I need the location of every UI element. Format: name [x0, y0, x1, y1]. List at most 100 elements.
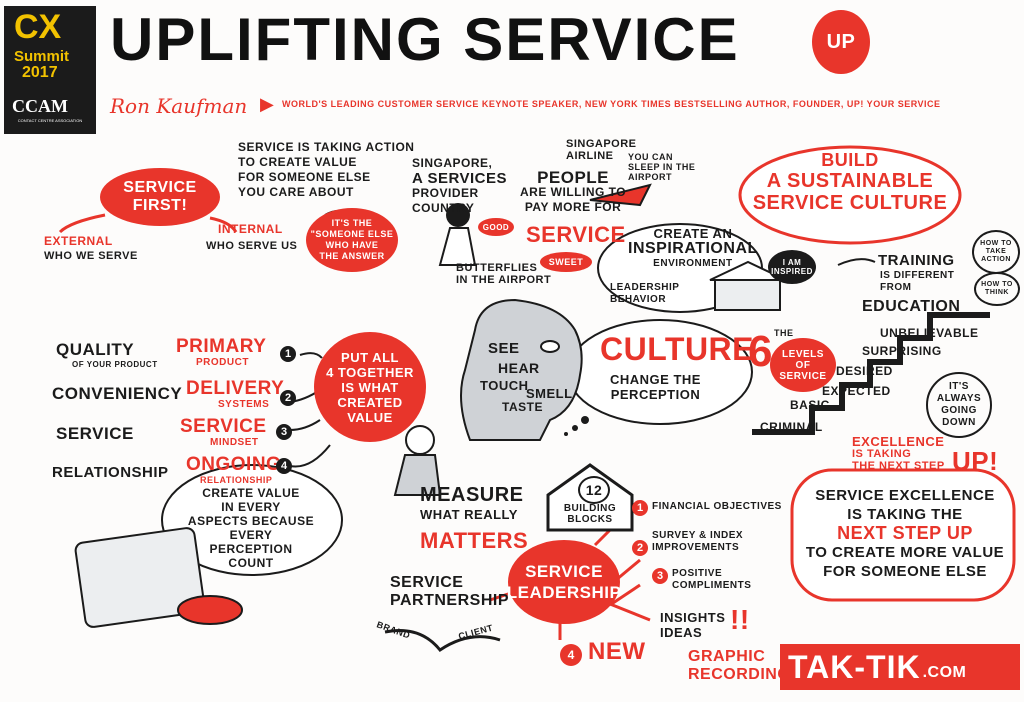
answer-line: IT'S THE — [331, 218, 373, 228]
levels-line: LEVELS — [782, 348, 824, 360]
build-line: SERVICE CULTURE — [752, 192, 948, 214]
excellence-box-line: FOR SOMEONE ELSE — [823, 563, 987, 580]
going-down-line: DOWN — [942, 417, 976, 428]
leadership-line: LEADERSHIP — [506, 583, 622, 602]
insights-ideas: INSIGHTS IDEAS — [660, 610, 725, 640]
block-survey: SURVEY & INDEX IMPROVEMENTS — [652, 530, 744, 553]
going-down-bubble: IT'S ALWAYS GOING DOWN — [926, 372, 992, 438]
excellence-line: THE NEXT STEP — [852, 460, 945, 472]
answer-line: THE ANSWER — [319, 251, 385, 261]
sense-taste: TASTE — [502, 400, 543, 414]
service-excellence-text: SERVICE EXCELLENCE IS TAKING THE NEXT ST… — [800, 486, 1010, 581]
measure-text: MEASURE WHAT REALLY — [420, 485, 524, 524]
create-value-line: PERCEPTION — [209, 542, 293, 556]
build-line: A SUSTAINABLE — [766, 170, 934, 192]
action-line: TAKE — [985, 248, 1007, 255]
excellence-line: IS TAKING — [852, 448, 912, 460]
eye-icon — [540, 340, 560, 353]
sleep-in-airport: YOU CAN SLEEP IN THE AIRPORT — [628, 152, 695, 182]
taktik-dotcom: .COM — [922, 664, 967, 681]
speaker-description: WORLD'S LEADING CUSTOMER SERVICE KEYNOTE… — [282, 99, 941, 109]
answer-line: WHO HAVE — [325, 240, 379, 250]
service-definition-line: SERVICE IS TAKING ACTION — [238, 140, 415, 154]
together-line: VALUE — [347, 409, 393, 425]
together-line: 4 TOGETHER — [326, 364, 414, 380]
up-balloon: UP — [812, 10, 870, 74]
butterflies-line: BUTTERFLIES — [456, 262, 538, 274]
service-first-blob: SERVICE FIRST! — [100, 168, 220, 226]
people-pay-more: PEOPLE ARE WILLING TO PAY MORE FOR — [520, 168, 627, 215]
row-number-1: 1 — [280, 346, 296, 362]
going-down-line: ALWAYS — [936, 393, 982, 404]
insights-line: INSIGHTS — [660, 610, 726, 625]
inspirational-environment: CREATE AN INSPIRATIONAL ENVIRONMENT — [628, 226, 758, 271]
create-value-line: COUNT — [228, 556, 274, 570]
create-value-line: IN EVERY — [221, 500, 281, 514]
leadership-behavior: LEADERSHIP BEHAVIOR — [610, 282, 679, 306]
service-definition-line: TO CREATE VALUE — [238, 155, 357, 169]
butterflies-airport: BUTTERFLIES IN THE AIRPORT — [456, 262, 551, 286]
building-blocks-label: BUILDING BLOCKS — [562, 503, 618, 525]
singapore-airline: SINGAPORE AIRLINE — [566, 138, 637, 162]
step-criminal: CRIMINAL — [760, 420, 823, 434]
insights-exclaim: !! — [730, 604, 750, 635]
going-down-line: GOING — [941, 405, 977, 416]
building-line: BUILDING — [563, 503, 617, 514]
education-label: EDUCATION — [862, 298, 961, 315]
people-line: PEOPLE — [537, 168, 610, 187]
block-financial: FINANCIAL OBJECTIVES — [652, 501, 782, 512]
different-line: FROM — [880, 282, 912, 293]
logo-ccam-sub: CONTACT CENTRE ASSOCIATION — [17, 118, 83, 123]
service-leadership-blob: SERVICE LEADERSHIP — [506, 540, 622, 624]
how-to-think: HOW TO THINK — [974, 272, 1020, 306]
service-definition-line: FOR SOMEONE ELSE — [238, 170, 371, 184]
singapore-line: A SERVICES — [412, 170, 508, 187]
someone-else-blob: IT'S THE "SOMEONE ELSE WHO HAVE THE ANSW… — [306, 208, 398, 272]
change-perception: CHANGE THE PERCEPTION — [610, 372, 701, 402]
leadership-line: SERVICE — [525, 562, 603, 581]
levels-line: OF — [795, 359, 811, 371]
build-culture: BUILD A SUSTAINABLE SERVICE CULTURE — [742, 150, 958, 214]
sense-smell: SMELL — [526, 386, 573, 401]
together-line: CREATED — [337, 394, 403, 410]
row-number-3: 3 — [276, 424, 292, 440]
singapore-provider: SINGAPORE, A SERVICES PROVIDER COUNTRY — [412, 156, 507, 216]
excellence-next-step: EXCELLENCE IS TAKING THE NEXT STEP — [852, 435, 945, 472]
create-value-line: ASPECTS BECAUSE — [187, 514, 315, 528]
taktik-brand: TAK-TIK — [788, 648, 921, 685]
step-unbelievable: UNBELIEVABLE — [880, 326, 979, 340]
together-line: PUT ALL — [341, 349, 399, 365]
service-definition-line: YOU CARE ABOUT — [238, 185, 354, 199]
logo-year: 2017 — [22, 64, 58, 81]
excellence-box-line: NEXT STEP UP — [837, 523, 973, 543]
levels-six: 6 — [748, 327, 773, 376]
partnership-line: PARTNERSHIP — [390, 592, 509, 609]
row-right-primary-sub: PRODUCT — [196, 357, 249, 368]
step-expected: EXPECTED — [822, 384, 891, 398]
create-value-line: CREATE VALUE — [202, 486, 300, 500]
service-first-label: SERVICE FIRST! — [123, 179, 197, 214]
people-line: ARE WILLING TO — [520, 185, 627, 199]
internal-label: INTERNAL — [218, 222, 283, 236]
footer-recording: RECORDING — [688, 666, 791, 683]
sleep-line: SLEEP IN THE — [628, 162, 696, 172]
inspire-line: CREATE AN — [653, 226, 733, 241]
row-right-service-sub: MINDSET — [210, 437, 259, 448]
taktik-logo: TAK-TIK .COM — [780, 644, 1020, 690]
external-label: EXTERNAL — [44, 234, 113, 248]
i-am-inspired-bubble: I AM INSPIRED — [768, 250, 816, 284]
inspire-line: ENVIRONMENT — [653, 258, 733, 269]
sleep-line: YOU CAN — [628, 152, 674, 162]
levels-the: THE — [774, 328, 794, 338]
up-balloon-text: UP — [826, 30, 856, 53]
speaker-arrow: ▶ — [260, 94, 274, 114]
action-line: HOW TO — [980, 240, 1012, 247]
create-value-line: EVERY — [229, 528, 273, 542]
step-desired: DESIRED — [836, 364, 893, 378]
measure-line: WHAT REALLY — [420, 507, 518, 522]
build-line: BUILD — [821, 150, 879, 170]
speaker-name: Ron Kaufman — [110, 94, 248, 118]
measure-matters: MATTERS — [420, 528, 529, 553]
good-badge: GOOD — [478, 218, 514, 236]
